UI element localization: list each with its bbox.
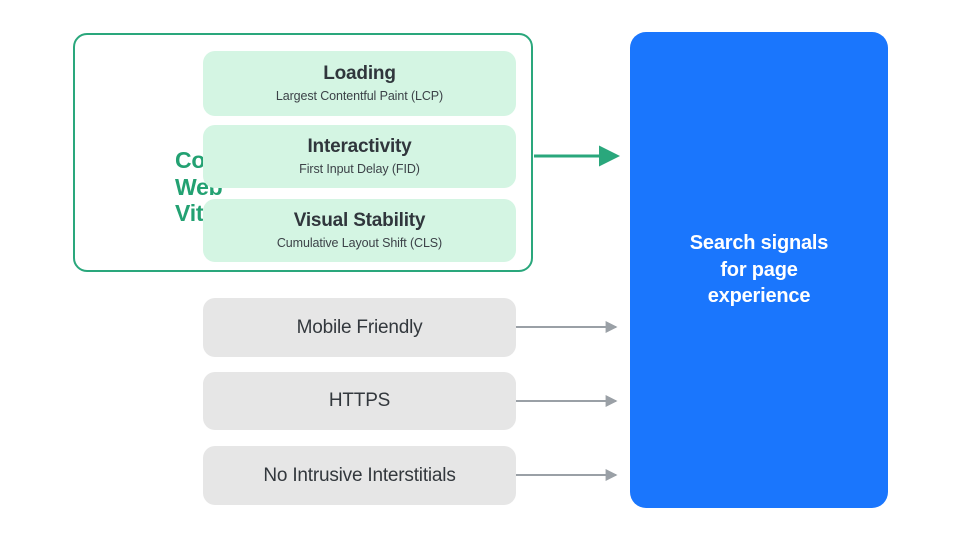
metric-title-visual-stability: Visual Stability bbox=[293, 210, 426, 232]
destination-label-line-3: experience bbox=[707, 285, 811, 308]
metric-subtitle-visual-stability: Cumulative Layout Shift (CLS) bbox=[276, 235, 443, 250]
metric-card-interactivity[interactable]: Interactivity First Input Delay (FID) bbox=[203, 125, 516, 188]
signal-https[interactable]: HTTPS bbox=[203, 372, 516, 430]
metric-title-interactivity: Interactivity bbox=[307, 136, 412, 158]
metric-title-loading: Loading bbox=[323, 63, 396, 85]
metric-card-visual-stability[interactable]: Visual Stability Cumulative Layout Shift… bbox=[203, 199, 516, 262]
signal-label-no-intrusive-interstitials: No Intrusive Interstitials bbox=[263, 464, 456, 486]
destination-label-line-1: Search signals bbox=[689, 231, 829, 254]
metric-subtitle-interactivity: First Input Delay (FID) bbox=[299, 161, 420, 176]
metric-card-loading[interactable]: Loading Largest Contentful Paint (LCP) bbox=[203, 51, 516, 116]
destination-label-line-2: for page bbox=[720, 258, 798, 281]
metric-subtitle-loading: Largest Contentful Paint (LCP) bbox=[275, 88, 444, 103]
destination-panel[interactable]: Search signals for page experience bbox=[630, 32, 888, 508]
signal-label-mobile-friendly: Mobile Friendly bbox=[296, 316, 423, 338]
signal-label-https: HTTPS bbox=[328, 390, 391, 411]
signal-mobile-friendly[interactable]: Mobile Friendly bbox=[203, 298, 516, 357]
signal-no-intrusive-interstitials[interactable]: No Intrusive Interstitials bbox=[203, 446, 516, 505]
destination-panel-label: Search signals for page experience bbox=[659, 230, 859, 310]
